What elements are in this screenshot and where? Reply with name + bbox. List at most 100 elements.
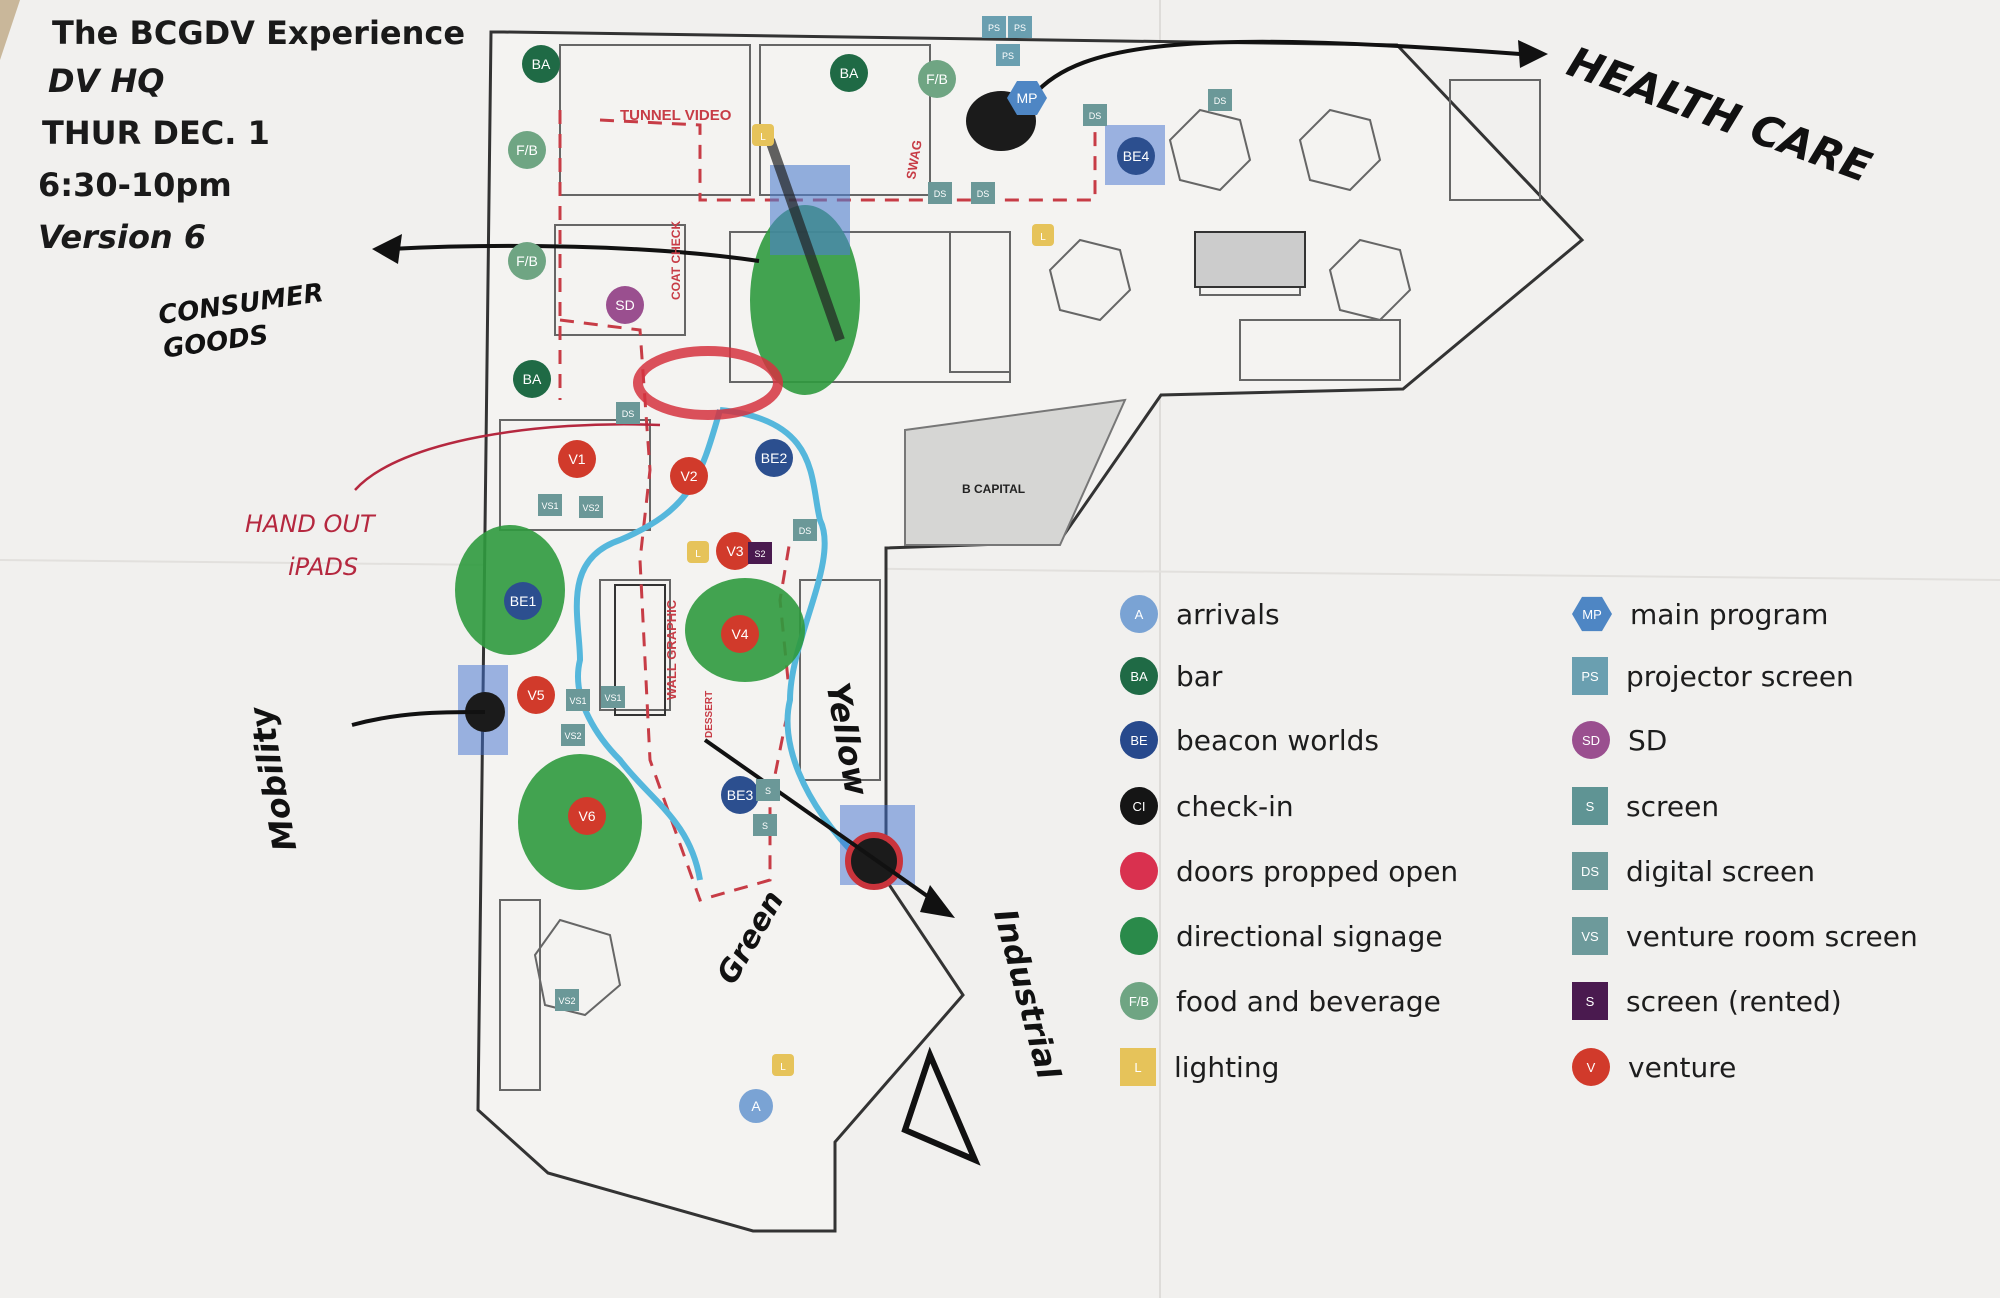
legend-label: venture <box>1628 1050 1737 1084</box>
consumer-goods-arrow <box>389 243 760 263</box>
legend-label: digital screen <box>1626 854 1815 888</box>
marker-label: V5 <box>527 687 544 703</box>
screen-marker: PS <box>996 44 1020 66</box>
marker-main: MP <box>1007 81 1047 115</box>
marker-label: BE4 <box>1123 148 1150 164</box>
screen-label: DS <box>934 189 947 199</box>
legend-label: beacon worlds <box>1176 723 1380 757</box>
legend-circle-icon: CI <box>1120 787 1158 825</box>
marker-sd: SD <box>606 286 644 324</box>
marker-label: BA <box>523 371 542 387</box>
marker-lighting: L <box>687 541 709 563</box>
screen-marker: S <box>753 814 777 836</box>
marker-shape <box>739 1089 773 1123</box>
legend-label: arrivals <box>1176 597 1280 631</box>
screen-marker: DS <box>793 519 817 541</box>
room-label-tunnel-video: TUNNEL VIDEO <box>620 107 732 124</box>
screen-marker: PS <box>982 16 1006 38</box>
room-label-coat-check: COAT CHECK <box>669 221 683 300</box>
legend-circle-icon: F/B <box>1120 982 1158 1020</box>
screen-marker: VS2 <box>555 989 579 1011</box>
screen-label: VS2 <box>582 503 599 513</box>
marker-label: V3 <box>726 543 743 559</box>
screen-label: DS <box>799 526 812 536</box>
event-title: The BCGDV Experience <box>52 14 466 52</box>
screen-shape <box>538 494 562 516</box>
room-label-wall-graphic: WALL GRAPHIC <box>664 599 679 700</box>
screen-label: VS1 <box>541 501 558 511</box>
screen-shape <box>579 496 603 518</box>
screen-marker: PS <box>1008 16 1032 38</box>
marker-shape <box>670 457 708 495</box>
marker-label: L <box>780 1062 786 1073</box>
marker-shape <box>1032 224 1054 246</box>
screen-shape <box>1008 16 1032 38</box>
event-time: 6:30-10pm <box>38 166 232 204</box>
marker-shape <box>1007 81 1047 115</box>
marker-label: MP <box>1017 90 1038 106</box>
marker-lighting: L <box>1032 224 1054 246</box>
marker-beacon: BE4 <box>1117 137 1155 175</box>
marker-label: L <box>760 132 766 143</box>
marker-bar: BA <box>830 54 868 92</box>
marker-shape <box>517 676 555 714</box>
screen-marker: DS <box>971 182 995 204</box>
marker-shape <box>568 797 606 835</box>
screen-label: VS1 <box>569 696 586 706</box>
screen-label: DS <box>1089 111 1102 121</box>
screen-label: PS <box>1014 23 1026 33</box>
screen-marker: S2 <box>748 542 772 564</box>
screen-shape <box>971 182 995 204</box>
arrowhead <box>1518 40 1548 68</box>
paper-edge-shadow <box>0 0 20 60</box>
legend-square-icon: L <box>1120 1048 1156 1086</box>
red-scribble <box>633 346 783 420</box>
marker-bar: BA <box>522 45 560 83</box>
screen-label: S2 <box>754 549 765 559</box>
marker-venture: V3 <box>716 532 754 570</box>
screen-label: PS <box>1002 51 1014 61</box>
legend-item-doors-propped-open: doors propped open <box>1120 849 1458 893</box>
marker-shape <box>721 615 759 653</box>
marker-venture: V6 <box>568 797 606 835</box>
legend-label: check-in <box>1176 789 1294 823</box>
screen-shape <box>1083 104 1107 126</box>
marker-lighting: L <box>772 1054 794 1076</box>
marker-shape <box>606 286 644 324</box>
screen-label: PS <box>988 23 1000 33</box>
legend-circle-icon <box>1120 917 1158 955</box>
screen-shape <box>753 814 777 836</box>
room-label-dessert: DESSERT <box>704 691 715 738</box>
marker-label: V2 <box>680 468 697 484</box>
marker-label: V1 <box>568 451 585 467</box>
black-scribble <box>765 138 845 342</box>
marker-label: BE3 <box>727 787 754 803</box>
screen-marker: VS2 <box>561 724 585 746</box>
screen-label: DS <box>977 189 990 199</box>
marker-label: A <box>751 1098 761 1114</box>
marker-label: L <box>695 549 701 560</box>
legend-square-icon: VS <box>1572 917 1608 955</box>
screen-label: DS <box>1214 96 1227 106</box>
b-capital-area <box>904 398 1127 546</box>
marker-label: L <box>1040 232 1046 243</box>
marker-shape <box>522 45 560 83</box>
screen-marker: VS1 <box>566 689 590 711</box>
health-care-arrow <box>1031 39 1521 98</box>
event-date: THUR DEC. 1 <box>42 114 270 152</box>
marker-label: BE1 <box>510 593 537 609</box>
marker-bar: BA <box>513 360 551 398</box>
screen-label: DS <box>622 409 635 419</box>
marker-label: F/B <box>516 253 538 269</box>
marker-label: F/B <box>926 71 948 87</box>
legend-label: screen (rented) <box>1626 984 1842 1018</box>
legend-label: screen <box>1626 789 1720 823</box>
legend-square-icon: S <box>1572 787 1608 825</box>
version: Version 6 <box>38 218 207 256</box>
